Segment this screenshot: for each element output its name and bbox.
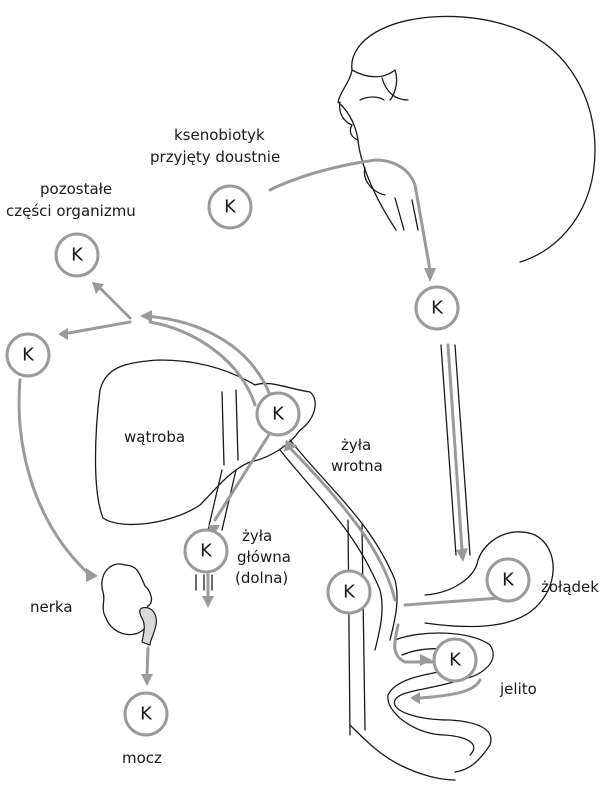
arrowheads xyxy=(58,268,468,704)
node-k-esophagus-label: K xyxy=(431,298,444,319)
node-k-stomach: K xyxy=(487,559,529,601)
node-k-rest-label: K xyxy=(71,245,84,266)
kidney-shape xyxy=(102,564,156,645)
arrowhead-intestine-lower xyxy=(410,692,420,704)
node-k-esophagus: K xyxy=(416,287,458,329)
node-k-portal-label: K xyxy=(343,582,356,603)
label-intestine: jelito xyxy=(499,680,537,698)
node-k-vena-cava: K xyxy=(185,530,227,572)
arrowhead-hepatic-up xyxy=(140,310,152,322)
arrowhead-intestine-node xyxy=(420,654,432,666)
head-outline xyxy=(338,16,595,262)
node-k-stomach-label: K xyxy=(502,570,515,591)
node-k-liver-label: K xyxy=(272,404,285,425)
node-k-liver: K xyxy=(257,393,299,435)
node-k-intestine: K xyxy=(434,639,476,681)
node-k-portal: K xyxy=(328,571,370,613)
label-xenobiotic-line1: ksenobiotyk xyxy=(174,126,265,144)
label-portal-vein-line1: żyła xyxy=(341,436,371,454)
label-portal-vein-line2: wrotna xyxy=(331,457,383,475)
arrowhead-stomach xyxy=(456,548,468,562)
label-rest-line2: części organizmu xyxy=(6,202,136,220)
arrowhead-esophagus xyxy=(424,268,436,282)
node-k-urine-label: K xyxy=(140,704,153,725)
arrowhead-left-node xyxy=(58,328,68,340)
label-urine: mocz xyxy=(122,749,162,767)
node-k-vena-cava-label: K xyxy=(200,541,213,562)
node-k-urine: K xyxy=(125,693,167,735)
vessel-outlines xyxy=(196,345,470,735)
label-xenobiotic-line2: przyjęty doustnie xyxy=(150,148,280,166)
label-vena-cava-line2: główna xyxy=(237,548,291,566)
label-vena-cava-line1: żyła xyxy=(242,527,272,545)
node-k-mouth-label: K xyxy=(224,197,237,218)
label-liver: wątroba xyxy=(124,428,185,446)
node-k-left-label: K xyxy=(22,345,35,366)
node-k-left: K xyxy=(7,334,49,376)
label-stomach: żołądek xyxy=(541,578,599,596)
label-rest-line1: pozostałe xyxy=(40,180,112,198)
arrowhead-kidney xyxy=(86,568,98,582)
arrowhead-urine xyxy=(141,674,153,686)
label-kidney: nerka xyxy=(30,598,73,616)
label-vena-cava-line3: (dolna) xyxy=(235,569,288,587)
node-k-mouth: K xyxy=(209,186,251,228)
node-k-rest: K xyxy=(56,234,98,276)
node-k-intestine-label: K xyxy=(449,650,462,671)
arrowhead-vena-cava-down xyxy=(202,596,214,608)
